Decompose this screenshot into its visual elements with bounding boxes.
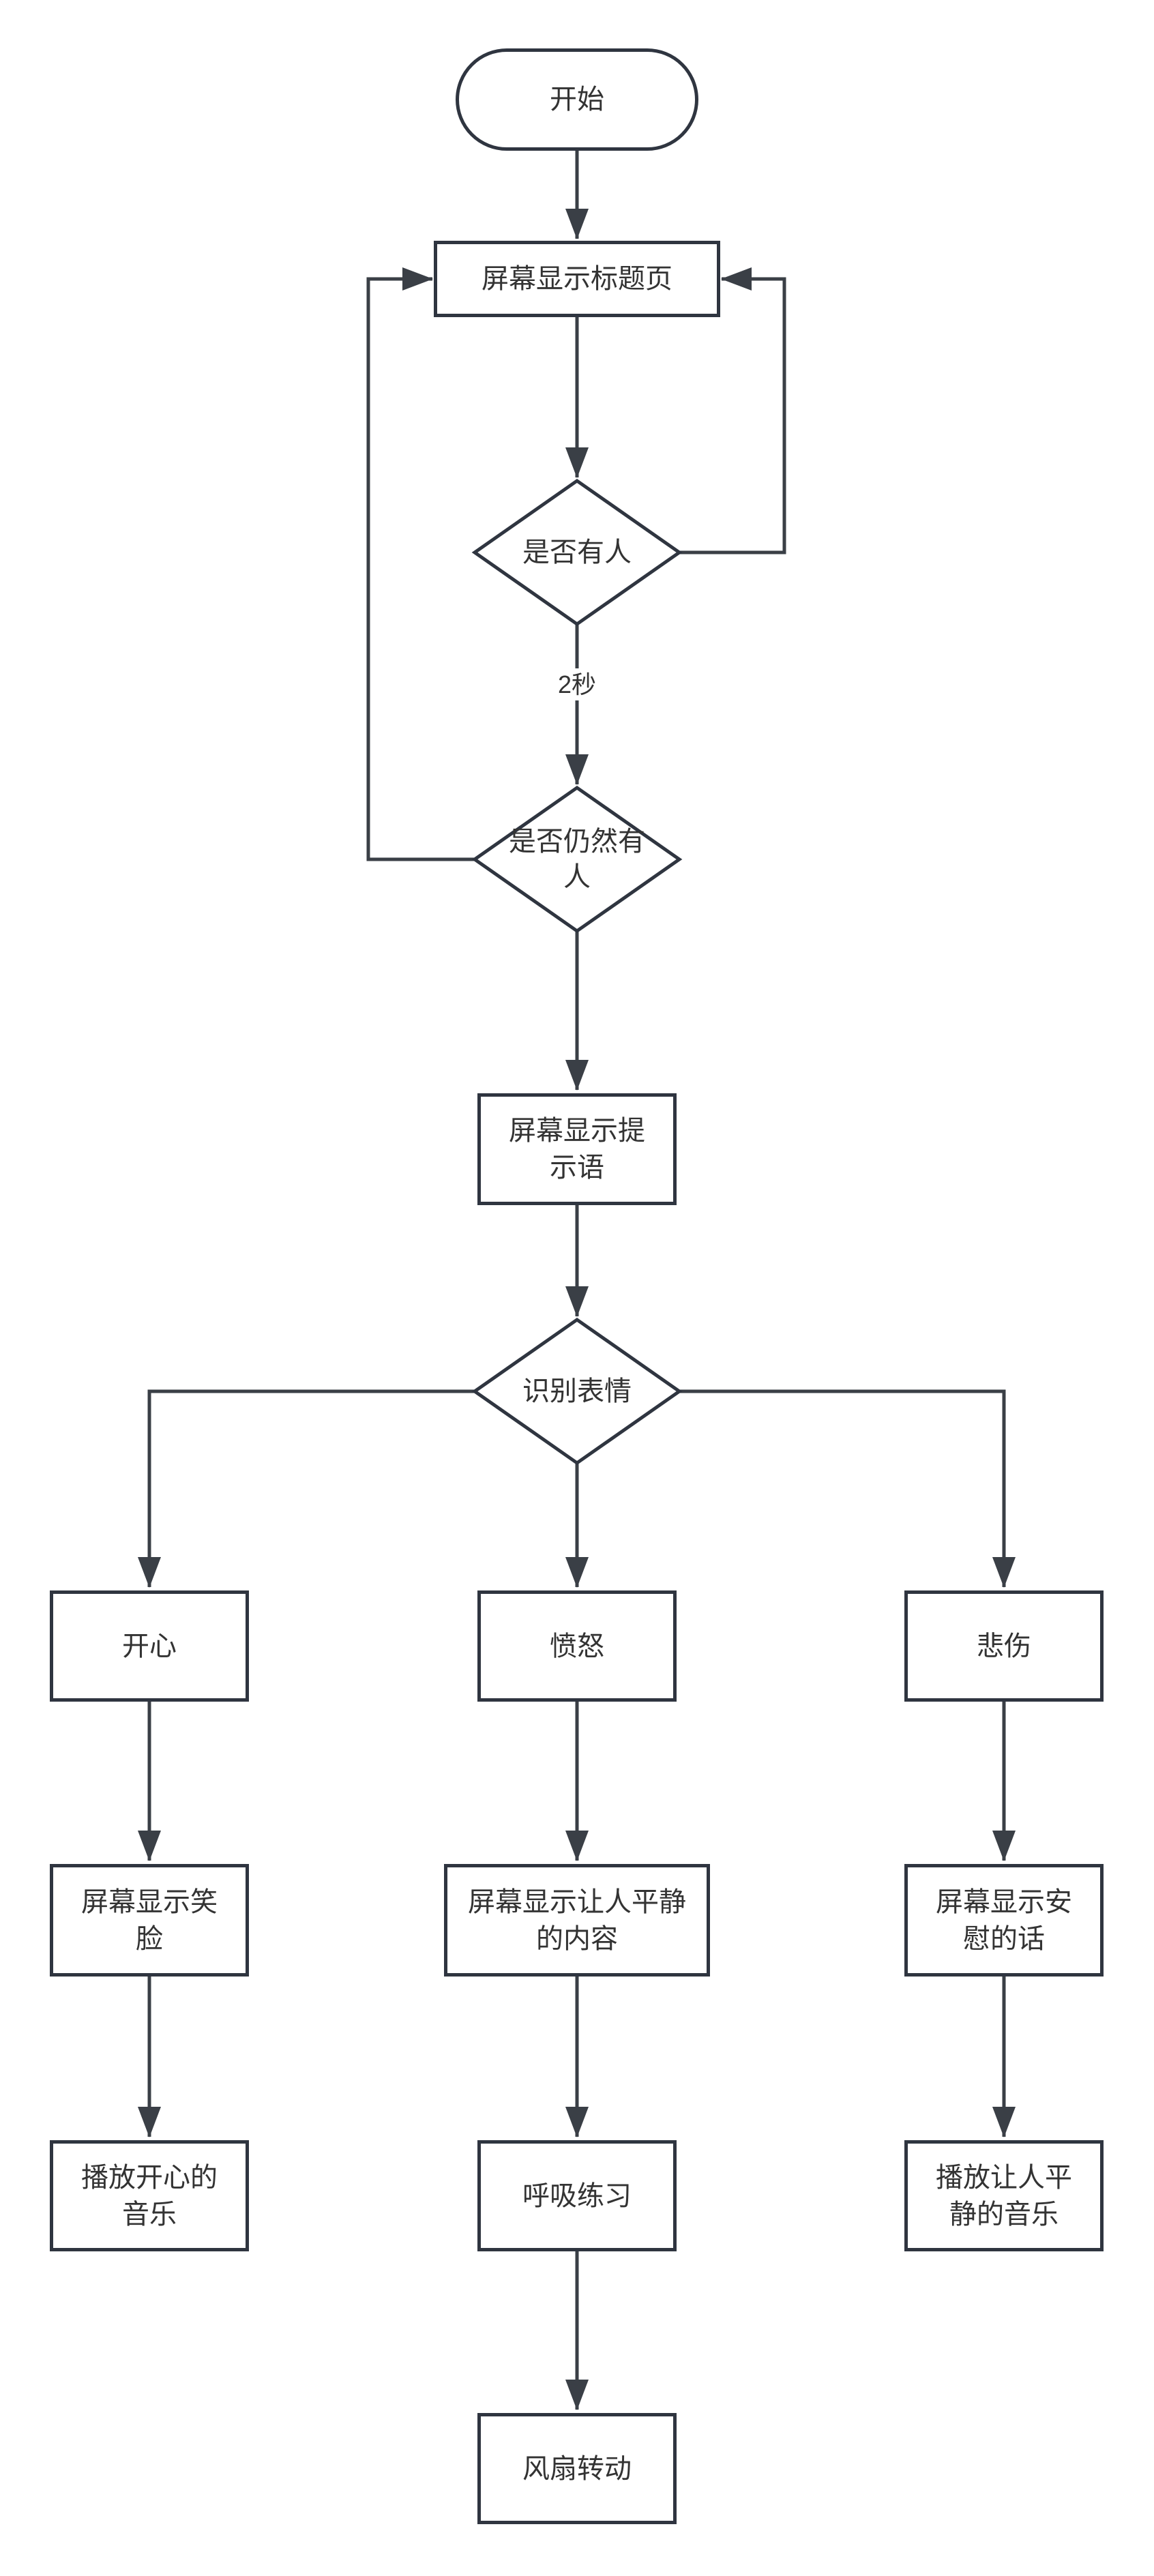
edge-recognize-to-happy (138, 1389, 475, 1588)
diamond-recognize-expression (471, 1317, 683, 1466)
node-show-smiley-label: 屏幕显示笑脸 (81, 1886, 218, 1954)
edge-still-loop-to-title (366, 267, 475, 861)
node-play-happy-music-label: 播放开心的音乐 (81, 2162, 218, 2230)
node-show-prompt-label: 屏幕显示提示语 (509, 1116, 645, 1183)
node-breathing-exercise: 呼吸练习 (477, 2140, 677, 2251)
node-fan-rotate-label: 风扇转动 (522, 2453, 632, 2484)
node-show-calming-content: 屏幕显示让人平静的内容 (444, 1864, 710, 1977)
edge-anyone-loop-to-title (679, 267, 786, 554)
edge-wait-label: 2秒 (542, 668, 612, 701)
edge-recognize-to-sad (679, 1389, 1016, 1588)
diamond-anyone-present-text: 是否有人 (522, 537, 632, 567)
node-start-label: 开始 (550, 85, 604, 115)
node-show-calming-content-label: 屏幕显示让人平静的内容 (468, 1886, 686, 1954)
node-play-calming-music-label: 播放让人平静的音乐 (936, 2162, 1072, 2230)
node-angry-label: 愤怒 (550, 1631, 604, 1661)
node-play-calming-music: 播放让人平静的音乐 (904, 2140, 1104, 2251)
node-happy: 开心 (50, 1590, 249, 1702)
node-angry: 愤怒 (477, 1590, 677, 1702)
diamond-recognize-expression-label: 识别表情 (499, 1350, 655, 1432)
diamond-recognize-expression-text: 识别表情 (522, 1376, 632, 1406)
node-sad-label: 悲伤 (977, 1631, 1031, 1661)
diamond-still-anyone-present-label: 是否仍然有人 (499, 818, 655, 900)
diamond-anyone-present (471, 478, 683, 627)
node-show-title-page: 屏幕显示标题页 (434, 241, 720, 317)
node-fan-rotate: 风扇转动 (477, 2413, 677, 2524)
node-sad: 悲伤 (904, 1590, 1104, 1702)
diamond-anyone-present-label: 是否有人 (499, 512, 655, 593)
node-breathing-exercise-label: 呼吸练习 (522, 2180, 632, 2211)
node-show-comforting-words: 屏幕显示安慰的话 (904, 1864, 1104, 1977)
node-show-title-page-label: 屏幕显示标题页 (482, 264, 672, 294)
node-play-happy-music: 播放开心的音乐 (50, 2140, 249, 2251)
node-show-comforting-words-label: 屏幕显示安慰的话 (936, 1886, 1072, 1954)
diamond-still-anyone-present (471, 785, 683, 934)
node-happy-label: 开心 (122, 1631, 177, 1661)
node-start: 开始 (456, 48, 698, 151)
node-show-prompt: 屏幕显示提示语 (477, 1093, 677, 1205)
node-show-smiley: 屏幕显示笑脸 (50, 1864, 249, 1977)
diamond-still-anyone-present-text: 是否仍然有人 (509, 827, 645, 892)
